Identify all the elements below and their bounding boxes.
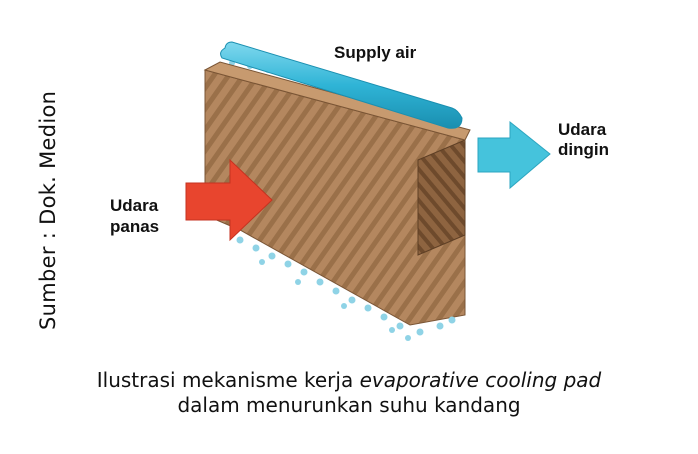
figure-caption: Ilustrasi mekanisme kerja evaporative co… [0, 368, 698, 418]
supply-pipe [220, 41, 463, 129]
bottom-water-droplets [236, 236, 456, 341]
caption-line-1: Ilustrasi mekanisme kerja evaporative co… [0, 368, 698, 393]
hot-air-arrow [185, 158, 273, 242]
source-credit: Sumber : Dok. Medion [36, 90, 60, 330]
caption-line-2: dalam menurunkan suhu kandang [177, 393, 521, 417]
cooling-pad-side [417, 139, 466, 256]
caption-prefix: Ilustrasi mekanisme kerja [96, 368, 360, 392]
cold-air-arrow [477, 120, 551, 190]
supply-air-label: Supply air [334, 43, 417, 62]
cold-air-label-line1: Udara [558, 120, 607, 139]
cooling-pad [203, 61, 471, 326]
cooling-pad-top [203, 61, 471, 141]
hot-air-label-line2: panas [110, 217, 159, 236]
caption-italic-term: evaporative cooling pad [359, 368, 602, 392]
hot-air-label-line1: Udara [110, 196, 159, 215]
cold-air-label-line2: dingin [558, 140, 609, 159]
